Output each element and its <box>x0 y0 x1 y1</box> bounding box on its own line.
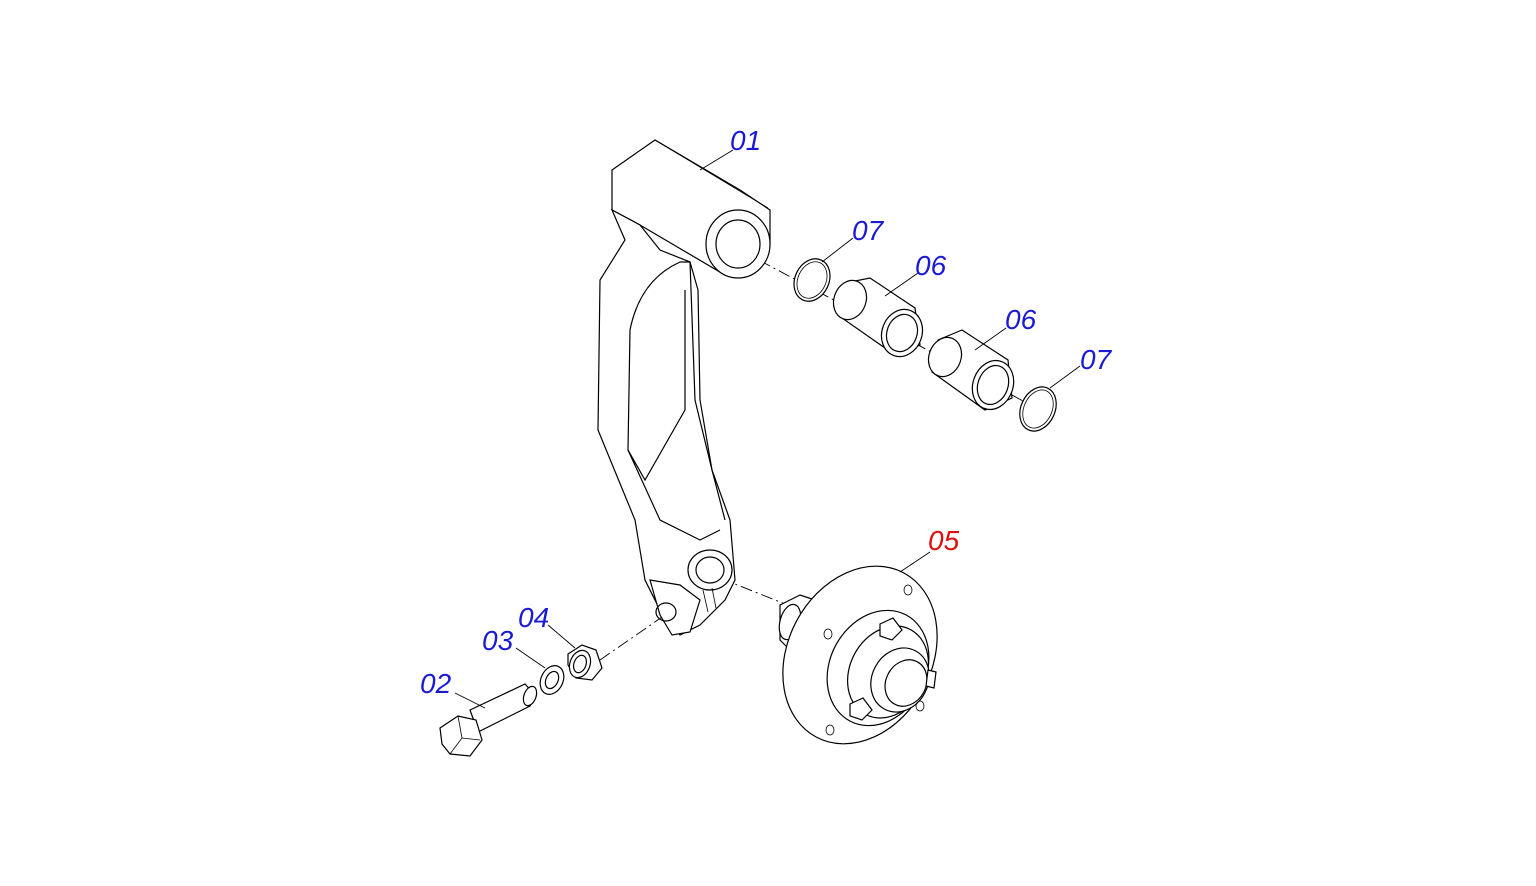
o-ring-part <box>1019 386 1057 432</box>
arm-bracket-part <box>597 139 771 636</box>
callout-06: 06 <box>1005 304 1037 335</box>
washer-part <box>539 665 565 695</box>
callout-06: 06 <box>915 250 947 281</box>
callout-02: 02 <box>420 668 452 699</box>
callout-07: 07 <box>852 215 885 246</box>
callout-01: 01 <box>730 125 761 156</box>
leader-lines <box>454 149 1081 709</box>
callout-05: 05 <box>928 525 960 556</box>
wheel-hub-part <box>778 565 938 745</box>
bushing-part <box>832 277 924 358</box>
o-ring-part <box>793 258 831 302</box>
callout-03: 03 <box>482 625 514 656</box>
hex-nut-part <box>567 644 603 681</box>
hex-bolt-part <box>439 683 538 757</box>
bushing-part <box>927 329 1015 411</box>
callout-07: 07 <box>1080 344 1113 375</box>
callout-04: 04 <box>518 602 549 633</box>
